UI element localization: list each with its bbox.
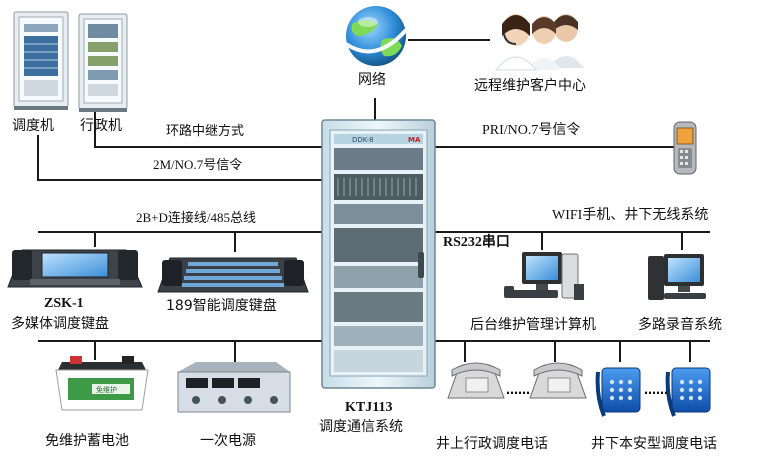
label-underground-phone: 井下本安型调度电话 [591, 436, 717, 452]
label-2m-link: 2M/NO.7号信令 [153, 157, 243, 172]
battery-brand-label: 免维护 [96, 385, 117, 394]
keyboard-189-device [157, 257, 309, 293]
surface-phone-1 [447, 362, 505, 399]
label-backend-pc: 后台维护管理计算机 [470, 317, 596, 333]
remote-center-people-image [490, 6, 588, 71]
label-keyboard-189: 189智能调度键盘 [166, 298, 277, 314]
label-wifi: WIFI手机、井下无线系统 [552, 208, 709, 223]
cabinet-logo-label: MA [408, 136, 421, 144]
label-dots-surface: …… [506, 383, 530, 397]
label-ktj-model: KTJ113 [345, 400, 393, 415]
label-network: 网络 [358, 72, 386, 88]
label-ktj-name: 调度通信系统 [319, 419, 403, 435]
cabinet-brand-label: DDK-8 [352, 136, 374, 144]
label-2bd-bus: 2B+D连接线/485总线 [136, 210, 257, 225]
label-recorder: 多路录音系统 [638, 317, 722, 333]
network-globe-icon [344, 6, 408, 66]
surface-phone-2 [529, 362, 587, 399]
underground-phone-1 [595, 367, 641, 417]
line-2m [37, 135, 322, 181]
mobile-phone-icon [673, 121, 697, 175]
admin-machine-cabinet [78, 13, 128, 112]
label-rs232: RS232串口 [443, 235, 510, 250]
label-zsk-model: ZSK-1 [44, 296, 84, 311]
recorder-pc-icon [648, 254, 706, 300]
power-supply-device [177, 362, 291, 413]
label-remote-center: 远程维护客户中心 [474, 78, 586, 94]
line-loop-relay [94, 112, 322, 148]
underground-phone-2 [665, 367, 711, 417]
label-admin-machine: 行政机 [80, 118, 122, 134]
dispatch-machine-cabinet [13, 11, 69, 110]
label-loop-relay: 环路中继方式 [166, 124, 245, 139]
battery-device [55, 356, 149, 411]
zsk1-keyboard-device [7, 249, 143, 288]
backend-pc-icon [504, 252, 584, 300]
label-power: 一次电源 [200, 433, 256, 449]
label-zsk-name: 多媒体调度键盘 [11, 316, 109, 332]
label-dots-underground: …… [644, 383, 668, 397]
label-battery: 免维护蓄电池 [45, 433, 129, 449]
ktj113-cabinet [321, 119, 436, 389]
label-dispatch-machine: 调度机 [12, 118, 54, 134]
label-pri-signal: PRI/NO.7号信令 [482, 123, 581, 138]
label-surface-phone: 井上行政调度电话 [436, 436, 548, 452]
